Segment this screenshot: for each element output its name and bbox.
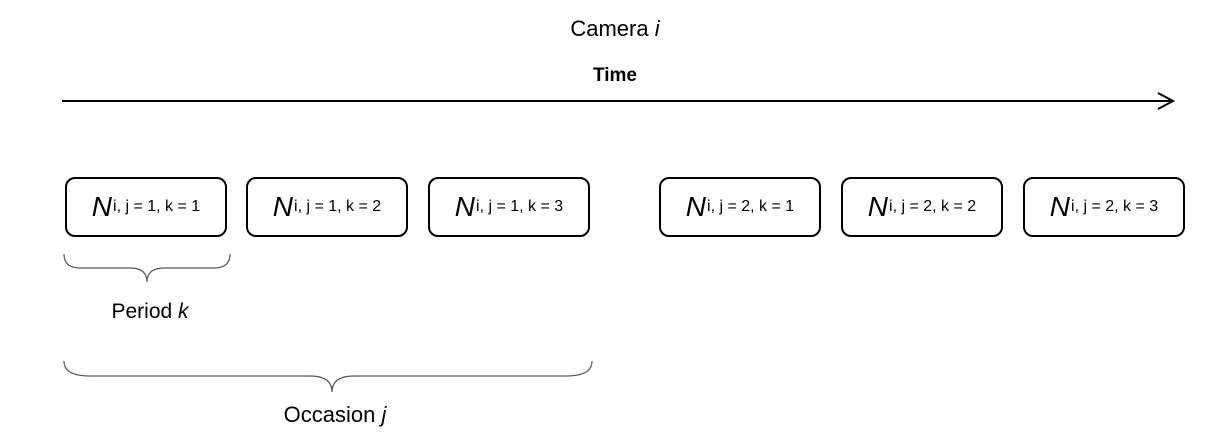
cell-subscript: i, j = 1, k = 2 <box>294 198 382 215</box>
occasion-label: Occasion j <box>235 402 435 428</box>
period-brace <box>63 253 231 283</box>
cell-subscript: i, j = 1, k = 3 <box>476 198 564 215</box>
period-text: Period <box>111 300 173 323</box>
cell-base: N <box>91 191 113 222</box>
cell-subscript: i, j = 2, k = 1 <box>707 198 795 215</box>
occasion-brace <box>63 360 593 393</box>
camera-title: Camera i <box>0 16 1230 42</box>
cell-base: N <box>867 191 889 222</box>
camera-label: Camera <box>570 16 649 41</box>
cell-base: N <box>1049 191 1071 222</box>
cell-subscript: i, j = 2, k = 2 <box>889 198 977 215</box>
cell-base: N <box>685 191 707 222</box>
cell-subscript: i, j = 2, k = 3 <box>1071 198 1159 215</box>
time-label: Time <box>592 65 637 86</box>
time-axis-arrowhead <box>1157 92 1176 110</box>
cell-subscript: i, j = 1, k = 1 <box>113 198 201 215</box>
cell-base: N <box>272 191 294 222</box>
camera-variable: i <box>654 16 660 41</box>
occasion-variable: j <box>381 402 387 427</box>
period-label: Period k <box>70 300 230 324</box>
occasion-text: Occasion <box>283 402 376 427</box>
period-variable: k <box>178 300 189 323</box>
cell-base: N <box>454 191 476 222</box>
